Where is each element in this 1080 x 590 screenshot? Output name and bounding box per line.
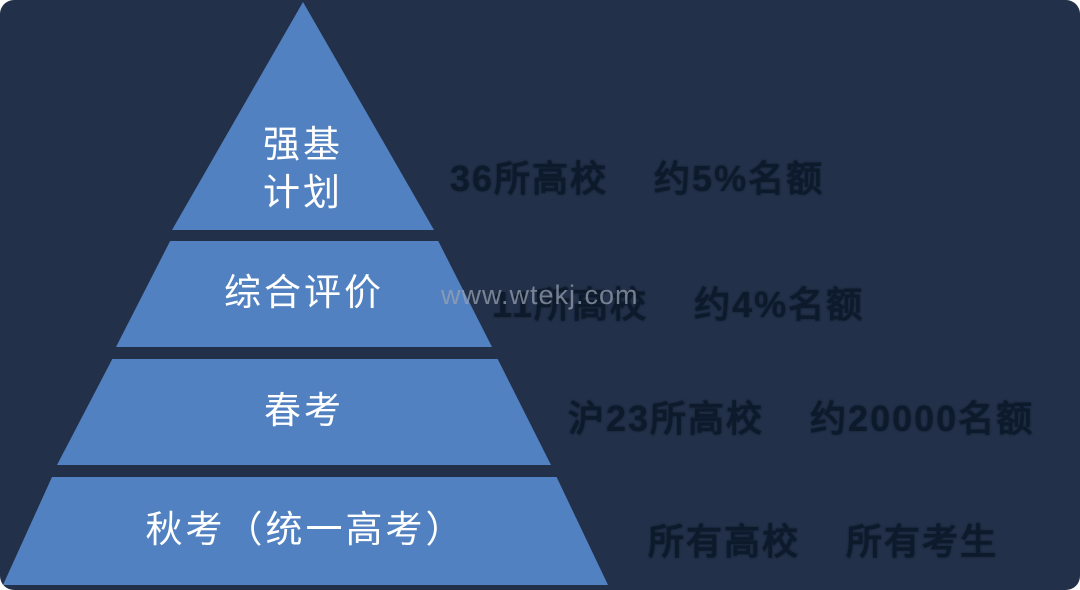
pyramid-tier-spring-exam: 春考 (57, 359, 551, 465)
tier-label-line1: 强基 (263, 124, 343, 166)
tier-label: 综合评价 (224, 272, 384, 314)
annotation-schools: 36所高校 (450, 158, 609, 199)
tier-label: 强基 计划 (263, 122, 343, 230)
annotation-quota: 所有考生 (846, 521, 999, 562)
annotation-quota: 约4%名额 (694, 284, 865, 325)
annotation-row-comprehensive: 11所高校 约4%名额 (492, 276, 864, 328)
pyramid-tier-comprehensive-evaluation: 综合评价 (116, 241, 492, 347)
tier-label: 春考 (264, 390, 344, 432)
annotation-row-autumn: 所有高校 所有考生 (648, 513, 998, 565)
pyramid-tier-autumn-exam: 秋考（统一高考） (3, 477, 608, 585)
annotation-quota: 约5%名额 (654, 158, 825, 199)
annotation-schools: 所有高校 (648, 521, 801, 562)
pyramid-tier-qiangji-plan: 强基 计划 (172, 2, 434, 230)
annotation-quota: 约20000名额 (810, 398, 1035, 439)
annotation-row-spring: 沪23所高校 约20000名额 (568, 390, 1034, 442)
annotation-schools: 沪23所高校 (568, 398, 765, 439)
watermark-text: www.wtekj.com (441, 280, 639, 310)
tier-label: 秋考（统一高考） (145, 509, 466, 551)
annotation-schools: 11所高校 (492, 284, 649, 325)
tier-label-line2: 计划 (263, 172, 343, 214)
annotation-row-qiangji: 36所高校 约5%名额 (450, 150, 824, 202)
